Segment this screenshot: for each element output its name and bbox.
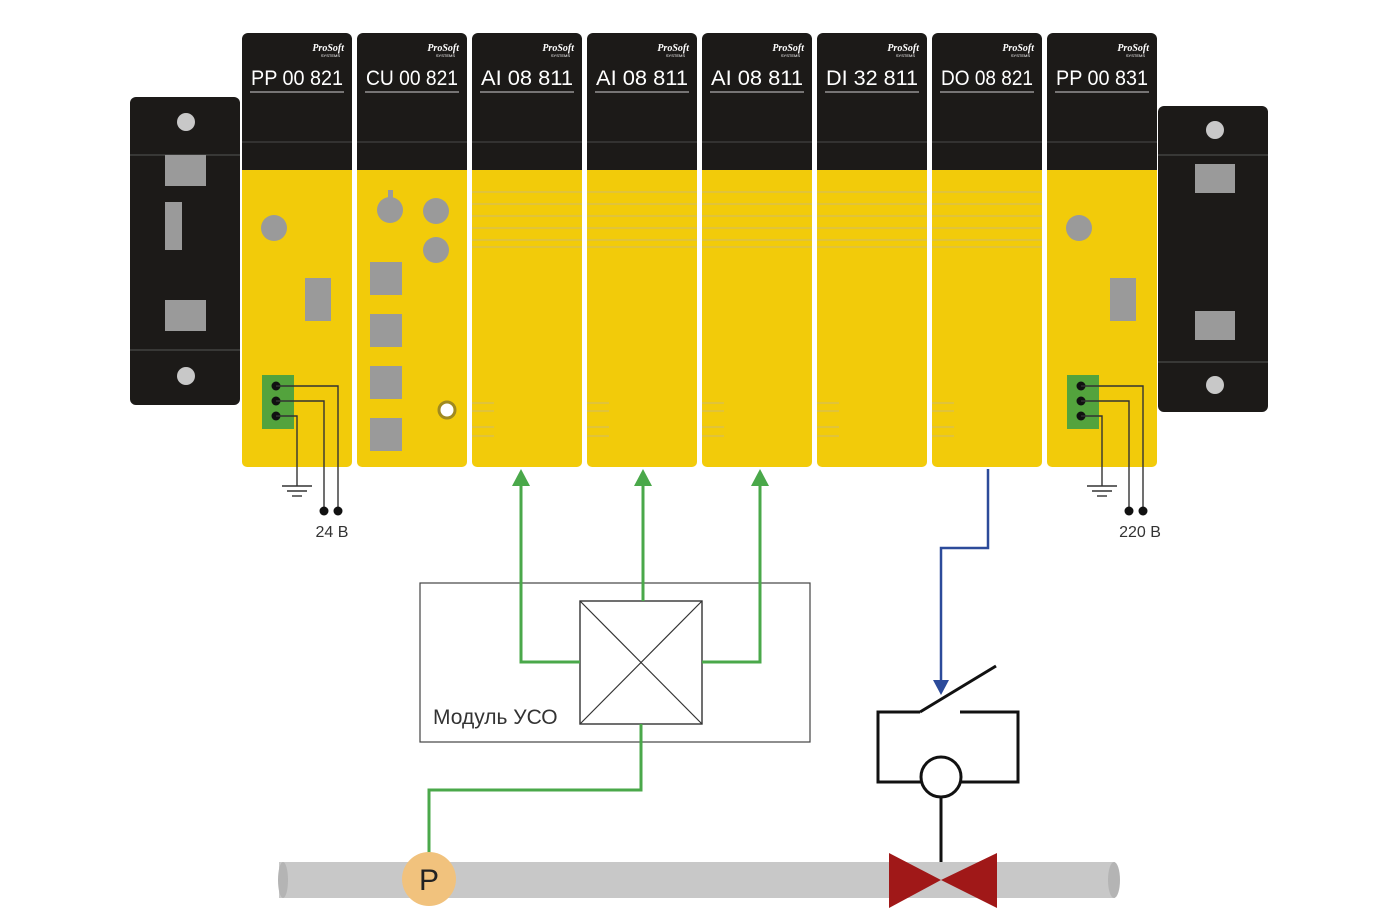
brand-logo-sub: SYSTEMS (781, 53, 800, 58)
module-title: AI 08 811 (481, 67, 573, 90)
left-terminal-contacts (319, 506, 343, 516)
arrow-up-icon (634, 469, 652, 486)
left-end-plate (130, 97, 240, 405)
module-title: CU 00 821 (366, 67, 458, 90)
port-icon (370, 366, 402, 399)
arrow-up-icon (751, 469, 769, 486)
brand-logo-sub: SYSTEMS (896, 53, 915, 58)
brand-logo-sub: SYSTEMS (321, 53, 340, 58)
uso-label: Модуль УСО (433, 706, 558, 729)
screw-icon (177, 113, 195, 131)
pressure-sensor-label: P (419, 864, 439, 897)
pressure-sensor: P (402, 852, 456, 906)
brand-logo-sub: SYSTEMS (551, 53, 570, 58)
brand-logo: ProSoft (1002, 43, 1035, 54)
module-title: DI 32 811 (826, 67, 918, 90)
right-end-plate (1158, 106, 1268, 412)
brand-logo-sub: SYSTEMS (436, 53, 455, 58)
brand-logo-sub: SYSTEMS (666, 53, 685, 58)
brand-logo: ProSoft (772, 43, 805, 54)
screw-icon (177, 367, 195, 385)
reset-button-icon (437, 400, 457, 420)
left-power-wiring (276, 385, 339, 510)
analog-arrow-icons (512, 469, 769, 486)
brand-logo-sub: SYSTEMS (1011, 53, 1030, 58)
right-voltage-label: 220 В (1119, 524, 1161, 541)
digital-output-line (939, 469, 990, 682)
left-voltage-label: 24 В (316, 524, 349, 541)
arrow-down-icon (933, 680, 949, 695)
port-icon (370, 314, 402, 347)
valve-icon (889, 853, 997, 908)
port-icon (370, 262, 402, 295)
right-power-wiring (1081, 385, 1144, 510)
screw-icon (1206, 121, 1224, 139)
indicator-icon (423, 198, 449, 224)
switch-knob-icon (377, 197, 403, 223)
module-title: AI 08 811 (711, 67, 803, 90)
module-title: PP 00 831 (1056, 67, 1148, 90)
brand-logo: ProSoft (887, 43, 920, 54)
module-title: PP 00 821 (251, 67, 343, 90)
right-terminal-contacts (1124, 506, 1148, 516)
indicator-icon (1066, 215, 1092, 241)
module-title: AI 08 811 (596, 67, 688, 90)
module-title: DO 08 821 (941, 67, 1033, 90)
brand-logo: ProSoft (427, 43, 460, 54)
screw-icon (1206, 376, 1224, 394)
port-icon (370, 418, 402, 451)
brand-logo-sub: SYSTEMS (1126, 53, 1145, 58)
brand-logo: ProSoft (1117, 43, 1150, 54)
indicator-icon (423, 237, 449, 263)
analog-signal-lines (427, 484, 762, 858)
brand-logo: ProSoft (312, 43, 345, 54)
indicator-icon (261, 215, 287, 241)
brand-logo: ProSoft (657, 43, 690, 54)
valve-actuator (876, 664, 1020, 880)
arrow-up-icon (512, 469, 530, 486)
brand-logo: ProSoft (542, 43, 575, 54)
